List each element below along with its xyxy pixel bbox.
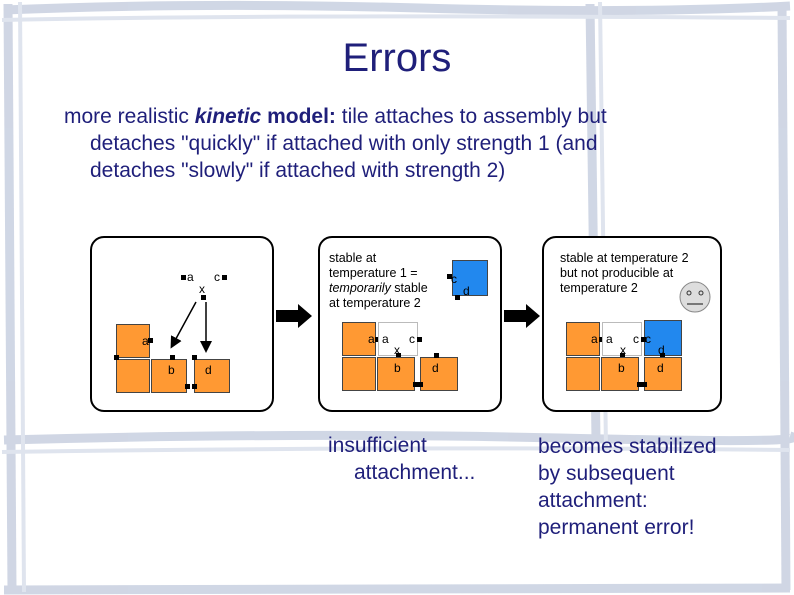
tile-b-right: [151, 359, 187, 393]
note-temporary: stable at temperature 1 = temporarily st…: [329, 251, 428, 310]
panel-temporary: stable at temperature 1 = temporarily st…: [318, 236, 502, 412]
glue-marker: [642, 382, 647, 387]
tile-b: [116, 359, 150, 393]
glue-marker: [114, 355, 119, 360]
glue-marker: [455, 295, 460, 300]
glue-label-a-left: a: [142, 334, 149, 348]
tile-left-top: [342, 322, 376, 356]
glue-marker: [620, 353, 625, 358]
glue-marker: [599, 337, 604, 342]
glue-marker: [222, 275, 227, 280]
glue-label-d-blue: d: [463, 284, 470, 298]
glue-label-x-top: x: [199, 282, 205, 296]
tile-b: [601, 357, 639, 391]
glue-label-a-top: a: [187, 270, 194, 284]
bullet-lead: more realistic: [64, 105, 195, 128]
glue-label-c-blue: c: [451, 272, 457, 286]
tile-d: [420, 357, 458, 391]
glue-label-a1: a: [368, 332, 375, 346]
glue-label-c: c: [409, 332, 415, 346]
glue-marker: [185, 384, 190, 389]
glue-label-d: d: [657, 361, 664, 375]
glue-label-b: b: [394, 361, 401, 375]
bullet-bold: model:: [261, 105, 336, 128]
glue-marker: [181, 275, 186, 280]
caption-insufficient: insufficient attachment...: [328, 434, 476, 484]
glue-marker: [641, 337, 646, 342]
glue-marker: [418, 382, 423, 387]
neutral-face-icon: [679, 281, 711, 313]
glue-marker: [637, 382, 642, 387]
glue-label-d: d: [205, 363, 212, 377]
bullet-line1-rest: tile attaches to assembly but: [335, 105, 607, 128]
glue-marker: [170, 355, 175, 360]
caption-stabilized: becomes stabilized by subsequent attachm…: [538, 435, 717, 539]
bullet-line3: detaches "slowly" if attached with stren…: [90, 159, 506, 182]
glue-marker: [447, 274, 452, 279]
glue-label-b: b: [168, 363, 175, 377]
panel-initial: a c x a b d: [90, 236, 274, 412]
glue-label-x: x: [620, 343, 626, 357]
glue-label-a2: a: [382, 332, 389, 346]
tile-b: [377, 357, 415, 391]
glue-label-c2: c: [645, 332, 651, 346]
bullet-emph: kinetic: [194, 105, 262, 128]
tile-blue: [644, 320, 682, 356]
glue-marker: [660, 353, 665, 358]
glue-label-d-blue: d: [658, 343, 665, 357]
tile-d: [194, 359, 230, 393]
note-stabilized: stable at temperature 2 but not producib…: [560, 251, 689, 295]
glue-label-d: d: [432, 361, 439, 375]
glue-marker: [434, 353, 439, 358]
slide-title: Errors: [342, 36, 452, 80]
bullet-text: more realistic kinetic model: tile attac…: [64, 103, 754, 184]
glue-marker: [413, 382, 418, 387]
glue-marker: [375, 337, 380, 342]
glue-label-a2: a: [606, 332, 613, 346]
tile-left-bottom: [342, 357, 376, 391]
glue-marker: [417, 337, 422, 342]
glue-label-c1: c: [633, 332, 639, 346]
tile-blue: [452, 260, 488, 296]
bullet-line2: detaches "quickly" if attached with only…: [90, 132, 598, 155]
tile-d: [644, 357, 682, 391]
panel-stabilized: stable at temperature 2 but not producib…: [542, 236, 722, 412]
glue-marker: [192, 355, 197, 360]
glue-marker: [396, 353, 401, 358]
attach-arrows: [170, 301, 212, 353]
tile-left-bottom: [566, 357, 600, 391]
glue-label-x: x: [394, 343, 400, 357]
tile-a: [116, 324, 150, 358]
transition-arrow-1: [276, 304, 312, 328]
glue-marker: [148, 338, 153, 343]
transition-arrow-2: [504, 304, 540, 328]
glue-marker: [201, 295, 206, 300]
tile-left-top: [566, 322, 600, 356]
glue-label-b: b: [618, 361, 625, 375]
glue-label-c-top: c: [214, 270, 220, 284]
glue-marker: [192, 384, 197, 389]
glue-label-a1: a: [591, 332, 598, 346]
